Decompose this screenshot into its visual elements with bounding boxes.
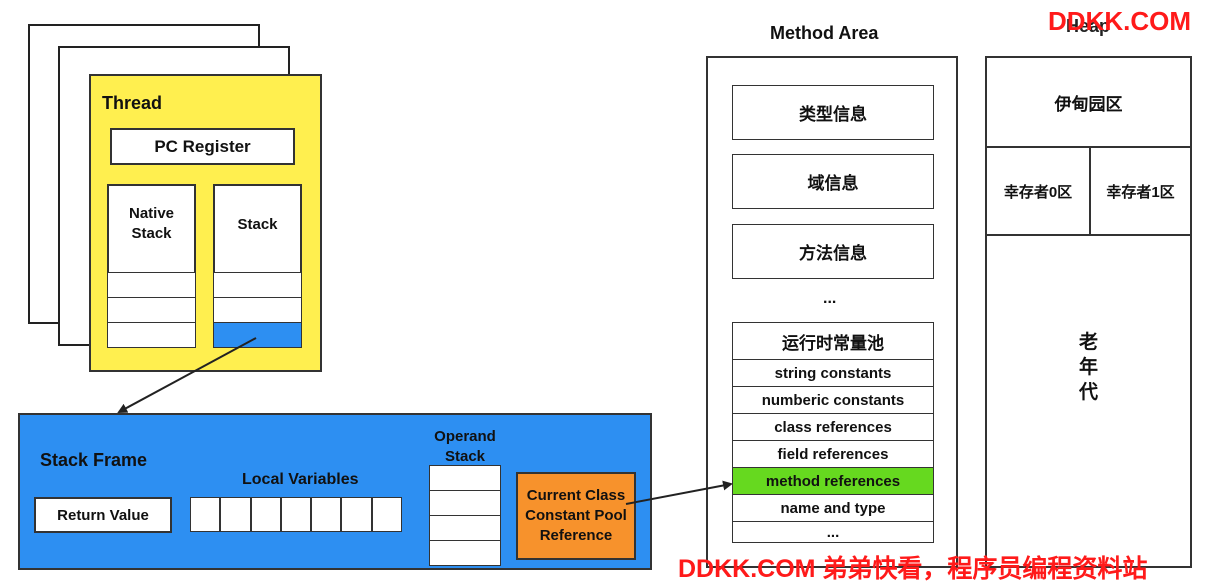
constant-pool-title: 运行时常量池	[782, 333, 884, 353]
pool-item-ellipsis: ...	[732, 521, 934, 543]
local-variable-slot	[341, 497, 372, 532]
operand-stack	[429, 465, 501, 567]
operand-stack-slot	[429, 515, 501, 541]
pool-ellipsis-label: ...	[826, 523, 840, 541]
local-variable-slot	[371, 497, 402, 532]
method-area-ellipsis: ...	[823, 290, 837, 307]
pc-register-label: PC Register	[154, 136, 251, 156]
local-variables-array	[190, 497, 402, 532]
local-variable-slot	[190, 497, 221, 532]
heap-box: 伊甸园区 幸存者0区 幸存者1区 老 年 代	[985, 56, 1192, 568]
pool-item-label: method references	[765, 472, 901, 490]
current-class-ref-label: Current Class Constant Pool Reference	[525, 487, 627, 544]
survivor-0-label: 幸存者0区	[1003, 183, 1073, 201]
pool-item-label: string constants	[774, 364, 892, 382]
field-info-label: 域信息	[807, 174, 859, 193]
java-stack-label: Stack	[237, 216, 278, 233]
pc-register-box: PC Register	[110, 128, 295, 165]
thread-box: Thread PC Register Native Stack Stack	[89, 74, 322, 372]
field-info-box: 域信息	[732, 154, 934, 209]
runtime-constant-pool: 运行时常量池 string constants numberic constan…	[732, 322, 934, 548]
method-area-box: 类型信息 域信息 方法信息 ... 运行时常量池 string constant…	[706, 56, 958, 568]
native-stack-header: Native Stack	[107, 184, 196, 274]
java-stack-slot	[213, 297, 302, 323]
eden-label: 伊甸园区	[1054, 94, 1123, 114]
method-info-label: 方法信息	[799, 244, 867, 263]
current-class-ref-box: Current Class Constant Pool Reference	[516, 472, 636, 560]
native-stack-slot	[107, 272, 196, 298]
type-info-box: 类型信息	[732, 85, 934, 140]
survivor-1-space: 幸存者1区	[1091, 148, 1190, 236]
stack-frame-title: Stack Frame	[40, 450, 148, 470]
survivor-1-label: 幸存者1区	[1106, 183, 1175, 201]
local-variable-slot	[280, 497, 312, 532]
java-stack-current-frame	[213, 322, 302, 348]
survivor-0-space: 幸存者0区	[987, 148, 1091, 236]
pool-item-class-references: class references	[732, 413, 934, 441]
operand-stack-title: Operand Stack	[434, 428, 496, 465]
heap-title: Heap	[1066, 16, 1111, 36]
native-stack-label: Native Stack	[128, 205, 175, 242]
pool-item-label: numberic constants	[761, 391, 905, 409]
old-generation-label: 老 年 代	[1078, 332, 1098, 403]
type-info-label: 类型信息	[799, 105, 867, 124]
local-variables-title: Local Variables	[242, 471, 359, 488]
native-stack-slot	[107, 297, 196, 323]
eden-space: 伊甸园区	[987, 58, 1190, 148]
operand-stack-slot	[429, 540, 501, 566]
constant-pool-title-box: 运行时常量池	[732, 322, 934, 360]
method-info-box: 方法信息	[732, 224, 934, 279]
java-stack-header: Stack	[213, 184, 302, 274]
operand-stack-slot	[429, 490, 501, 516]
watermark-top: DDKK.COM	[1048, 6, 1191, 36]
method-area-title: Method Area	[770, 23, 879, 43]
operand-stack-slot	[429, 465, 501, 491]
native-stack: Native Stack	[107, 184, 196, 349]
pool-item-string-constants: string constants	[732, 359, 934, 387]
local-variable-slot	[311, 497, 342, 532]
pool-item-field-references: field references	[732, 440, 934, 468]
pool-item-numeric-constants: numberic constants	[732, 386, 934, 414]
pool-item-label: field references	[777, 445, 889, 463]
watermark-bottom: DDKK.COM 弟弟快看，程序员编程资料站	[678, 555, 1148, 583]
thread-title: Thread	[102, 93, 163, 113]
java-stack-slot	[213, 272, 302, 298]
return-value-label: Return Value	[57, 506, 149, 524]
pool-item-label: name and type	[780, 499, 886, 517]
local-variable-slot	[220, 497, 251, 532]
local-variable-slot	[250, 497, 281, 532]
pool-item-name-and-type: name and type	[732, 494, 934, 522]
native-stack-slot	[107, 322, 196, 348]
pool-item-method-references: method references	[732, 467, 934, 495]
pool-item-label: class references	[774, 418, 892, 436]
return-value-box: Return Value	[34, 497, 172, 533]
java-stack: Stack	[213, 184, 302, 349]
stack-frame-box: Stack Frame Return Value Local Variables…	[18, 413, 652, 570]
